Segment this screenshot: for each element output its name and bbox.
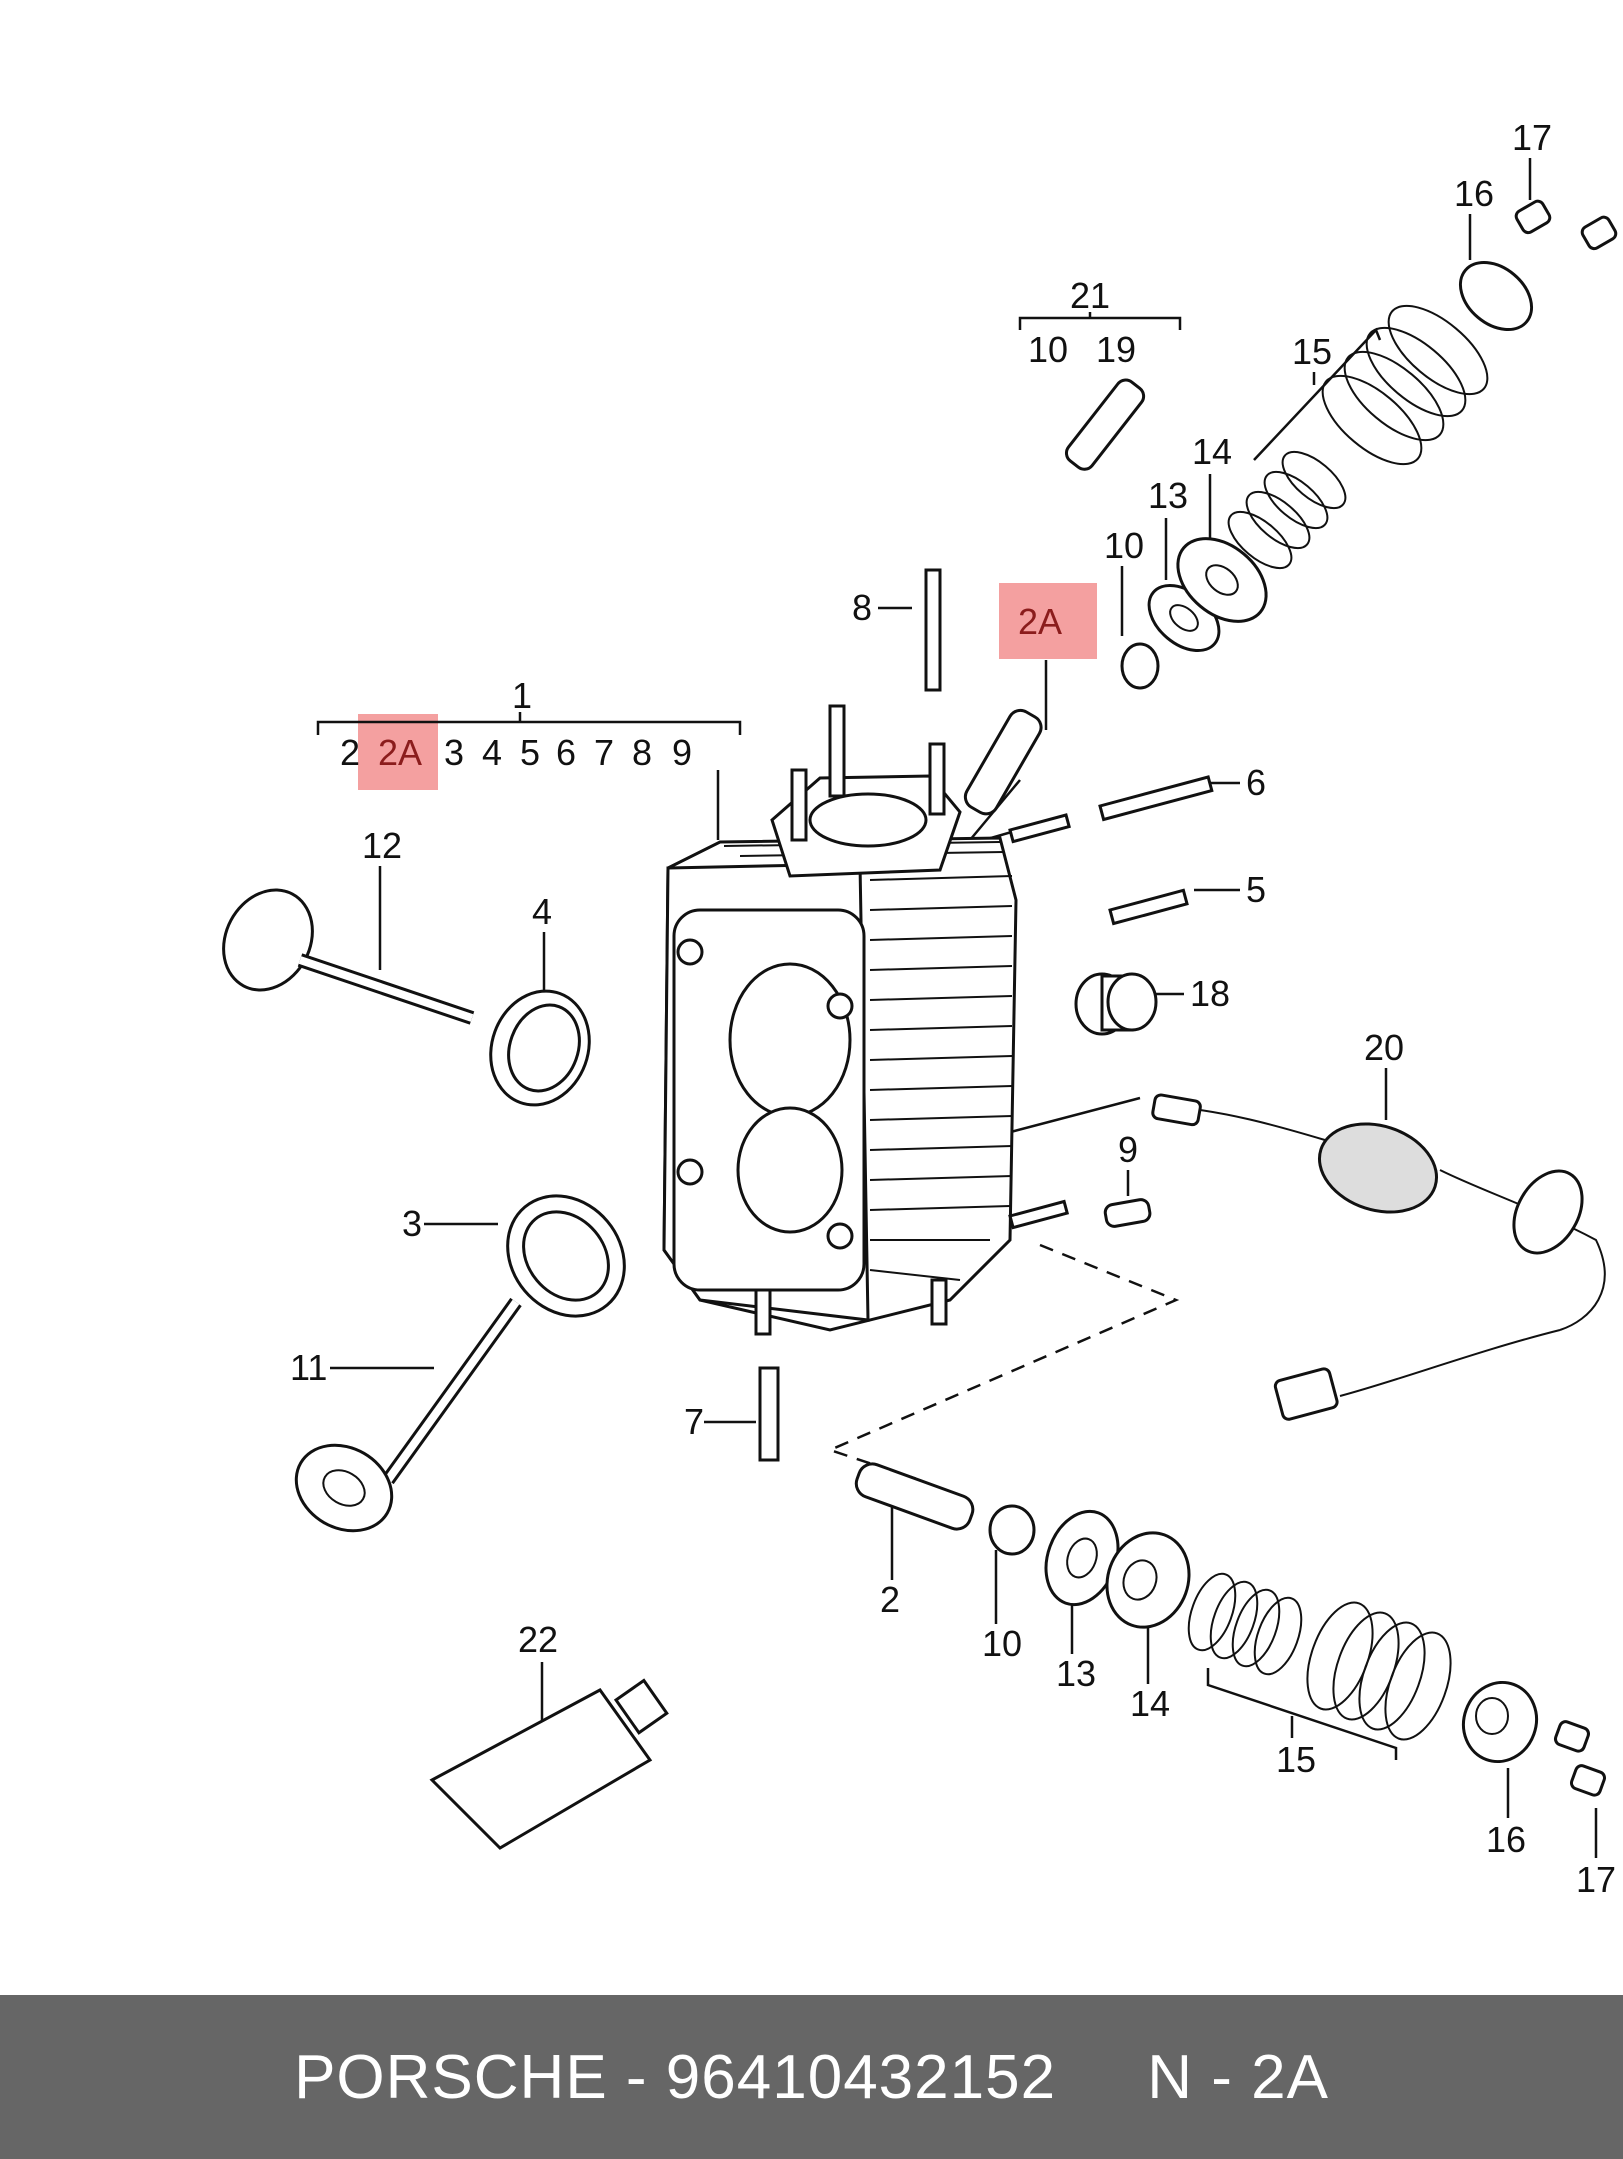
valve-guide-2a-top: [963, 708, 1043, 816]
spring-retainer-16-top: [1458, 261, 1534, 331]
callout-10-top: 10: [1104, 525, 1144, 566]
callout-17-bottom: 17: [1576, 1859, 1616, 1900]
callout-group21-19: 19: [1096, 329, 1136, 370]
callout-group1-5: 5: [520, 732, 540, 773]
callout-20: 20: [1364, 1027, 1404, 1068]
dowel-pin-9: [1103, 1198, 1152, 1228]
callout-9: 9: [1118, 1129, 1138, 1170]
callout-13-top: 13: [1148, 475, 1188, 516]
callout-15-top: 15: [1292, 331, 1332, 372]
footer-brand: PORSCHE: [294, 2042, 608, 2112]
temperature-sensor-20: [1151, 1093, 1606, 1421]
valve-intake-12: [222, 888, 475, 1025]
callout-7: 7: [684, 1401, 704, 1442]
callout-group1-2: 2: [340, 732, 360, 773]
spring-retainer-16-bottom: [1462, 1680, 1538, 1764]
callout-10-bottom: 10: [982, 1623, 1022, 1664]
callout-18: 18: [1190, 973, 1230, 1014]
valve-springs-15-top: [1227, 304, 1489, 570]
callout-13-bottom: 13: [1056, 1653, 1096, 1694]
valve-exhaust-11: [294, 1297, 522, 1533]
callout-group1-4: 4: [482, 732, 502, 773]
callout-2: 2: [880, 1579, 900, 1620]
callout-group1-6: 6: [556, 732, 576, 773]
callout-12: 12: [362, 825, 402, 866]
highlight-box-2a-group: [358, 714, 438, 790]
spring-seat-14-top: [1176, 537, 1268, 623]
callout-17-top: 17: [1512, 117, 1552, 158]
callout-6: 6: [1246, 762, 1266, 803]
cylinder-head: [662, 704, 1071, 1336]
seal-10-bottom: [988, 1504, 1036, 1556]
valve-seat-ring-4: [489, 989, 591, 1107]
callout-8: 8: [852, 587, 872, 628]
callout-5: 5: [1246, 869, 1266, 910]
callout-14-top: 14: [1192, 431, 1232, 472]
part-number-footer: PORSCHE - 96410432152 N - 2A: [0, 1995, 1623, 2159]
callout-11: 11: [290, 1347, 327, 1388]
stud-5: [1108, 888, 1189, 926]
highlight-box-2a-top: [999, 583, 1097, 659]
valve-keepers-17-bottom: [1553, 1720, 1607, 1797]
callout-22: 22: [518, 1619, 558, 1660]
callout-1: 1: [512, 675, 532, 716]
callout-3: 3: [402, 1203, 422, 1244]
valve-guide-19: [1064, 378, 1146, 471]
callout-group1-9: 9: [672, 732, 692, 773]
callout-group1-7: 7: [594, 732, 614, 773]
valve-guide-2-bottom: [854, 1462, 975, 1531]
callout-21: 21: [1070, 275, 1110, 316]
callout-group1-8: 8: [632, 732, 652, 773]
callout-2a: 2A: [1018, 601, 1062, 642]
stud-6: [1098, 775, 1214, 822]
valve-seat-ring-3: [506, 1194, 626, 1318]
callout-group21-10: 10: [1028, 329, 1068, 370]
callout-16-top: 16: [1454, 173, 1494, 214]
valve-springs-15-bottom: [1187, 1572, 1452, 1741]
seal-10-top: [1120, 642, 1160, 690]
footer-reference: N - 2A: [1147, 2042, 1329, 2112]
callout-16-bottom: 16: [1486, 1819, 1526, 1860]
callout-4: 4: [532, 891, 552, 932]
stud-7: [758, 1366, 780, 1462]
exploded-parts-diagram: 1 2 2A 3 4 5 6 7 8 9 2A 21 10 19 17 16 1…: [222, 117, 1618, 1900]
callout-15-bottom: 15: [1276, 1739, 1316, 1780]
stud-8: [924, 568, 942, 692]
bushing-18: [1074, 972, 1158, 1036]
callout-group1-2a: 2A: [378, 732, 422, 773]
spring-seat-14-bottom: [1105, 1531, 1191, 1629]
callout-14-bottom: 14: [1130, 1683, 1170, 1724]
footer-part-number: 96410432152: [665, 2042, 1057, 2112]
footer-gap: [1056, 2042, 1147, 2113]
callout-group1-3: 3: [444, 732, 464, 773]
sealant-tube-22: [429, 1678, 669, 1850]
footer-separator: -: [607, 2042, 666, 2112]
valve-keepers-17-top: [1514, 199, 1618, 251]
